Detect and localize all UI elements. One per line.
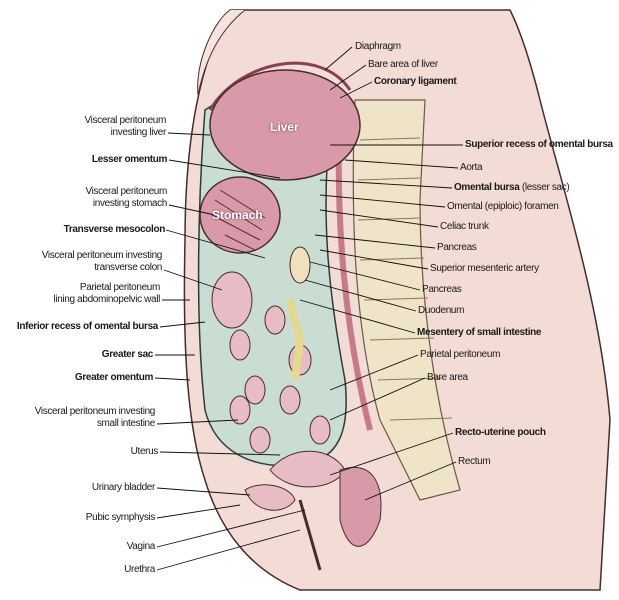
label-urinary-bladder: Urinary bladder xyxy=(91,482,155,493)
label-coronary-ligament: Coronary ligament xyxy=(374,76,457,87)
label-greater-omentum: Greater omentum xyxy=(74,372,153,383)
label-greater-sac: Greater sac xyxy=(101,349,154,360)
rectum-shape xyxy=(339,467,382,547)
breast-outline xyxy=(197,9,246,96)
label-omental-bursa: Omental bursa (lesser sac) xyxy=(454,182,570,193)
vertebrae xyxy=(357,137,453,421)
label-uterus: Uterus xyxy=(130,446,159,457)
label-superior-mesenteric-artery: Superior mesenteric artery xyxy=(430,263,539,274)
vertebral-column xyxy=(352,99,461,501)
label-rectum: Rectum xyxy=(458,456,491,467)
label-omental-foramen: Omental (epiploic) foramen xyxy=(447,201,559,212)
label-parietal-peritoneum: Parietal peritoneum xyxy=(420,349,501,360)
label-bare-area-of-liver: Bare area of liver xyxy=(368,59,438,70)
label-aorta: Aorta xyxy=(460,162,483,173)
label-mesentery-small-intestine: Mesentery of small intestine xyxy=(417,327,542,338)
bladder-shape xyxy=(244,484,296,511)
pancreas-shape xyxy=(289,246,311,284)
label-transverse-mesocolon: Transverse mesocolon xyxy=(63,224,166,235)
stomach xyxy=(199,176,281,254)
leader-lines xyxy=(154,46,463,571)
label-pubic-symphysis: Pubic symphysis xyxy=(85,512,156,523)
mesentery xyxy=(286,299,305,381)
label-lesser-omentum: Lesser omentum xyxy=(91,154,167,165)
transverse-colon xyxy=(211,271,253,329)
label-pancreas-upper: Pancreas xyxy=(437,242,477,253)
label-celiac-trunk: Celiac trunk xyxy=(440,221,489,232)
liver xyxy=(209,69,361,181)
label-pancreas-lower: Pancreas xyxy=(422,284,462,295)
label-vagina: Vagina xyxy=(126,541,156,552)
label-diaphragm: Diaphragm xyxy=(355,41,401,52)
label-duodenum: Duodenum xyxy=(418,305,465,316)
label-inferior-recess-omental-bursa: Inferior recess of omental bursa xyxy=(16,321,158,332)
label-superior-recess-omental-bursa: Superior recess of omental bursa xyxy=(465,139,613,150)
label-recto-uterine-pouch: Recto-uterine pouch xyxy=(455,427,546,438)
label-bare-area: Bare area xyxy=(427,372,468,383)
liver-label: Liver xyxy=(270,120,299,134)
label-urethra: Urethra xyxy=(124,564,155,575)
vagina-shape xyxy=(298,499,322,571)
stomach-label: Stomach xyxy=(212,208,263,222)
